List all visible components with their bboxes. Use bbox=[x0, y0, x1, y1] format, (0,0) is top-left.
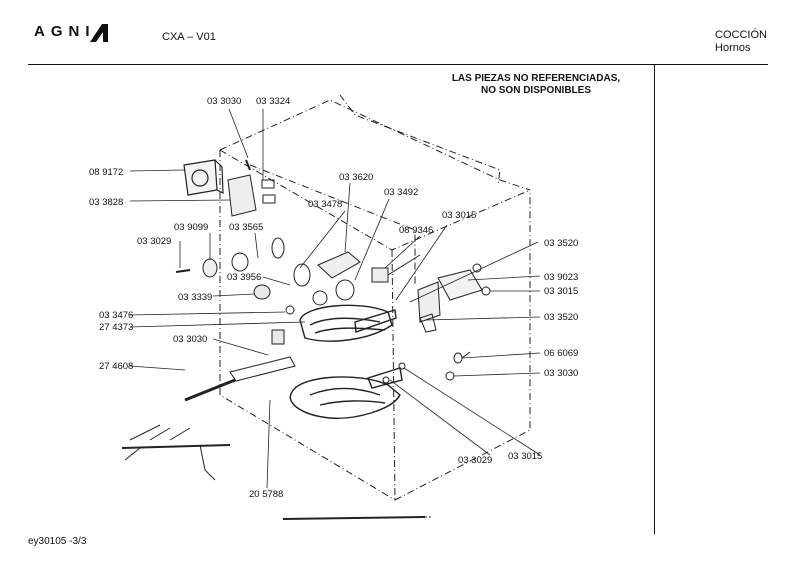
part-label: 03 3015 bbox=[544, 286, 578, 297]
part-label: 03 3030 bbox=[173, 334, 207, 345]
availability-notice: LAS PIEZAS NO REFERENCIADAS, NO SON DISP… bbox=[430, 73, 642, 97]
part-label: 03 9023 bbox=[544, 272, 578, 283]
lower-heating-element bbox=[289, 367, 403, 419]
lamp-socket bbox=[371, 254, 421, 283]
part-label: 27 4373 bbox=[99, 322, 133, 333]
switch-block bbox=[227, 159, 276, 217]
part-label: 03 3029 bbox=[137, 236, 171, 247]
thermostat-box bbox=[183, 159, 224, 196]
knob-small-left bbox=[175, 237, 285, 300]
small-fittings bbox=[382, 351, 471, 384]
part-label: 27 4608 bbox=[99, 361, 133, 372]
part-label: 03 3015 bbox=[508, 451, 542, 462]
part-label: 03 3828 bbox=[89, 197, 123, 208]
part-label: 20 5788 bbox=[249, 489, 283, 500]
part-label: 03 3476 bbox=[99, 310, 133, 321]
part-label: 03 9099 bbox=[174, 222, 208, 233]
upper-heating-element bbox=[299, 304, 397, 342]
part-label: 03 3324 bbox=[256, 96, 290, 107]
part-label: 03 3520 bbox=[544, 312, 578, 323]
category-subtitle: Hornos bbox=[715, 42, 751, 54]
notice-line-2: NO SON DISPONIBLES bbox=[480, 85, 591, 96]
category-block: COCCIÓN Hornos bbox=[715, 29, 767, 55]
terminal-block bbox=[184, 329, 296, 402]
model-code: CXA – V01 bbox=[162, 31, 216, 43]
footer-code: ey30105 -3/3 bbox=[28, 536, 87, 547]
part-label: 03 3030 bbox=[207, 96, 241, 107]
category-title: COCCIÓN bbox=[715, 29, 767, 41]
thermostat-control bbox=[285, 251, 361, 315]
part-label: 03 3029 bbox=[458, 455, 492, 466]
part-label: 03 3520 bbox=[544, 238, 578, 249]
part-label: 06 6069 bbox=[544, 348, 578, 359]
part-label: 08 9346 bbox=[399, 225, 433, 236]
part-label: 03 3030 bbox=[544, 368, 578, 379]
part-label: 03 3492 bbox=[384, 187, 418, 198]
part-label: 03 3565 bbox=[229, 222, 263, 233]
brand-logo-icon bbox=[90, 24, 108, 42]
part-label: 03 3015 bbox=[442, 210, 476, 221]
notice-line-1: LAS PIEZAS NO REFERENCIADAS, bbox=[451, 73, 621, 84]
oven-cabinet-outline bbox=[219, 94, 531, 501]
wiring-harness bbox=[121, 424, 231, 481]
part-label: 03 3478 bbox=[308, 199, 342, 210]
part-labels: 03 3030 03 3324 08 9172 03 3828 03 3620 … bbox=[89, 96, 578, 500]
part-label: 03 3620 bbox=[339, 172, 373, 183]
header-divider bbox=[28, 64, 768, 65]
part-label: 03 3339 bbox=[178, 292, 212, 303]
fan-motor bbox=[417, 263, 491, 333]
brand-logo-text: AGNI bbox=[34, 23, 96, 40]
side-divider bbox=[654, 64, 655, 534]
part-label: 03 3956 bbox=[227, 272, 261, 283]
leader-lines bbox=[129, 108, 541, 489]
part-label: 08 9172 bbox=[89, 167, 123, 178]
